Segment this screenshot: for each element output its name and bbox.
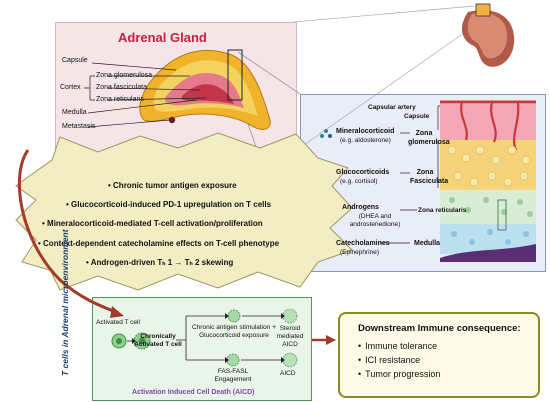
- curved-arrow: [17, 149, 117, 314]
- capsule-label: Capsule: [62, 57, 88, 64]
- cortex-label: Cortex: [60, 84, 81, 91]
- outcome-arrowhead: [326, 335, 336, 345]
- outcome-item-2: Tumor progression: [358, 369, 440, 379]
- zona-fasciculata-label: Zona fasciculata: [96, 84, 147, 91]
- steroid-aicd-label: Steroid mediated AICD: [276, 325, 304, 348]
- zone-label-3: Medulla: [414, 240, 441, 247]
- lower-path-label: FAS-FASL Engagement: [214, 368, 252, 383]
- tcell-footer: Activation Induced Cell Death (AICD): [132, 389, 255, 396]
- zone-label-0: Zona glomerulosa: [408, 130, 450, 146]
- mechanism-0: • Chronic tumor antigen exposure: [108, 181, 237, 190]
- kidney-icon: [461, 3, 515, 67]
- medulla-label: Medulla: [62, 109, 87, 116]
- outcome-item-0: Immune tolerance: [358, 341, 437, 351]
- adrenal-gland-title: Adrenal Gland: [118, 30, 207, 45]
- outcome-title: Downstream Immune consequence:: [358, 323, 521, 334]
- mechanism-starburst: [15, 132, 353, 291]
- zona-reticularis-label: Zona reticularis: [96, 96, 144, 103]
- curved-arrow-head: [110, 306, 124, 318]
- adrenal-highlight-box: [475, 3, 491, 17]
- chronically-activated-label: Chronically Activated T cell: [134, 333, 182, 348]
- hormone-example-0: (e.g. aldosterone): [340, 137, 391, 144]
- tcell-side-label: T cells in Adrenal microenvironment: [60, 229, 70, 376]
- hormone-label-3: Catecholamines: [336, 240, 390, 247]
- mechanism-1: • Glucocorticoid-induced PD-1 upregulati…: [66, 200, 272, 209]
- aicd-label: AICD: [280, 370, 296, 377]
- hormone-label-0: Mineralocorticoid: [336, 128, 395, 135]
- tcell-graphics: [111, 308, 298, 368]
- cortex-layers-illustration: [440, 100, 536, 262]
- gland-leader-lines: [84, 62, 207, 128]
- mechanism-3: • Context-dependent catecholamine effect…: [38, 239, 280, 248]
- adrenal-gland-illustration: [139, 49, 271, 130]
- gland-zoom-box: [227, 49, 243, 101]
- activated-tcell-label: Activated T cell: [96, 319, 140, 326]
- hormone-label-2: Androgens: [342, 204, 379, 211]
- zoom-line-kidney-top: [293, 5, 475, 23]
- metastasis-dot: [168, 116, 176, 124]
- zoom-line-top: [237, 51, 301, 95]
- hormone-label-1: Glucocorticoids: [336, 169, 390, 176]
- outcome-item-1: ICI resistance: [358, 355, 420, 365]
- hormone-example-1: (e.g. cortisol): [340, 178, 378, 185]
- tcell-arrowheads: [132, 313, 285, 363]
- tcell-arrows: [127, 315, 281, 361]
- layer-arrows: [380, 105, 440, 244]
- upper-path-label: Chronic antigen stimulation + Glucocorti…: [191, 324, 276, 339]
- capsular-artery-label: Capsular artery: [368, 104, 416, 111]
- hormone-example-3: (Epinephrine): [340, 249, 380, 256]
- mechanism-4: • Androgen-driven Tₕ 1 → Tₕ 2 skewing: [86, 258, 234, 267]
- zona-glomerulosa-label: Zona glomerulosa: [96, 72, 153, 79]
- mechanism-2: • Mineralocorticoid-mediated T-cell acti…: [42, 219, 263, 228]
- zone-label-2: Zona reticularis: [418, 207, 467, 214]
- layers-capsule-label: Capsule: [404, 113, 430, 120]
- metastasis-label: Metastasis: [62, 123, 96, 130]
- tcell-panel: [92, 297, 312, 401]
- zone-label-1: Zona Fasciculata: [410, 169, 449, 185]
- hormone-example-2: (DHEA and androstenedione): [349, 213, 401, 228]
